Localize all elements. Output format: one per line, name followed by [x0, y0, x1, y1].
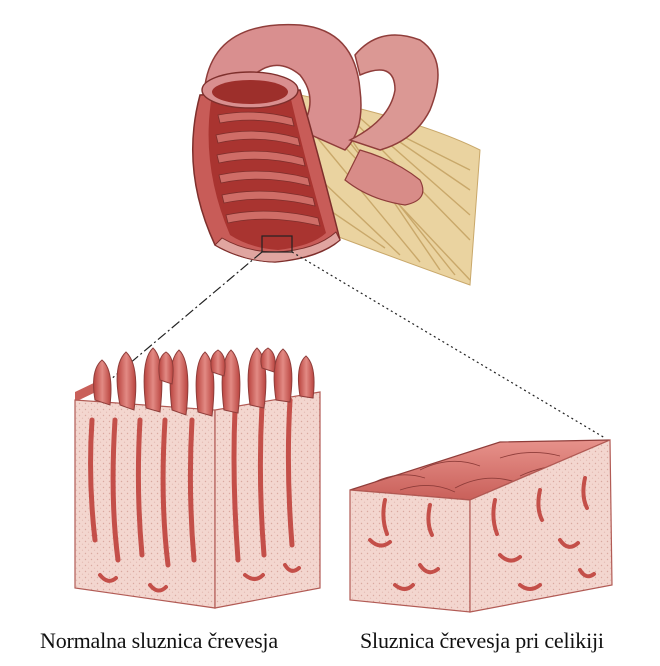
- caption-celiac-mucosa: Sluznica črevesja pri celikiji: [360, 628, 604, 654]
- normal-mucosa-block: [75, 348, 320, 608]
- celiac-mucosa-block: [350, 440, 612, 612]
- caption-normal-mucosa: Normalna sluznica črevesja: [40, 628, 278, 654]
